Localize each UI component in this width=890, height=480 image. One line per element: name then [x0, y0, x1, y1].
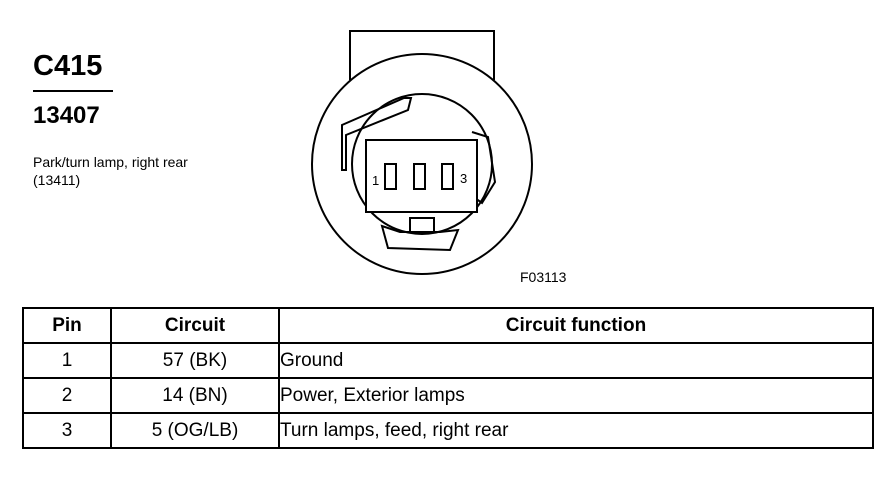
pin-3-label: 3 — [460, 171, 467, 186]
pin-1-label: 1 — [372, 173, 379, 188]
connector-description: Park/turn lamp, right rear (13411) — [33, 154, 188, 188]
terminal-1 — [384, 163, 397, 190]
terminal-2 — [413, 163, 426, 190]
connector-top-tab — [349, 30, 495, 80]
terminal-3 — [441, 163, 454, 190]
table-header-row: Pin Circuit Circuit function — [22, 307, 874, 344]
figure-code: F03113 — [520, 269, 567, 285]
header-circuit-function: Circuit function — [278, 307, 874, 344]
cell-circuit: 14 (BN) — [110, 377, 280, 414]
cell-pin: 3 — [22, 412, 112, 449]
cell-function: Turn lamps, feed, right rear — [278, 412, 874, 449]
cell-function: Ground — [278, 342, 874, 379]
header-circuit: Circuit — [110, 307, 280, 344]
table-row: 1 57 (BK) Ground — [22, 342, 874, 379]
table-row: 2 14 (BN) Power, Exterior lamps — [22, 377, 874, 414]
table-row: 3 5 (OG/LB) Turn lamps, feed, right rear — [22, 412, 874, 449]
cell-circuit: 5 (OG/LB) — [110, 412, 280, 449]
cell-pin: 1 — [22, 342, 112, 379]
key-top-left — [341, 97, 413, 171]
cell-pin: 2 — [22, 377, 112, 414]
connector-id: C415 — [33, 50, 103, 82]
cell-circuit: 57 (BK) — [110, 342, 280, 379]
header-pin: Pin — [22, 307, 112, 344]
pin-table: Pin Circuit Circuit function 1 57 (BK) G… — [22, 307, 874, 449]
part-number: 13407 — [33, 102, 100, 129]
cell-function: Power, Exterior lamps — [278, 377, 874, 414]
title-underline — [33, 90, 113, 92]
key-bottom — [380, 224, 460, 252]
connector-face-diagram: 1 3 — [311, 30, 533, 275]
key-right — [471, 131, 497, 205]
bottom-latch — [409, 217, 435, 233]
